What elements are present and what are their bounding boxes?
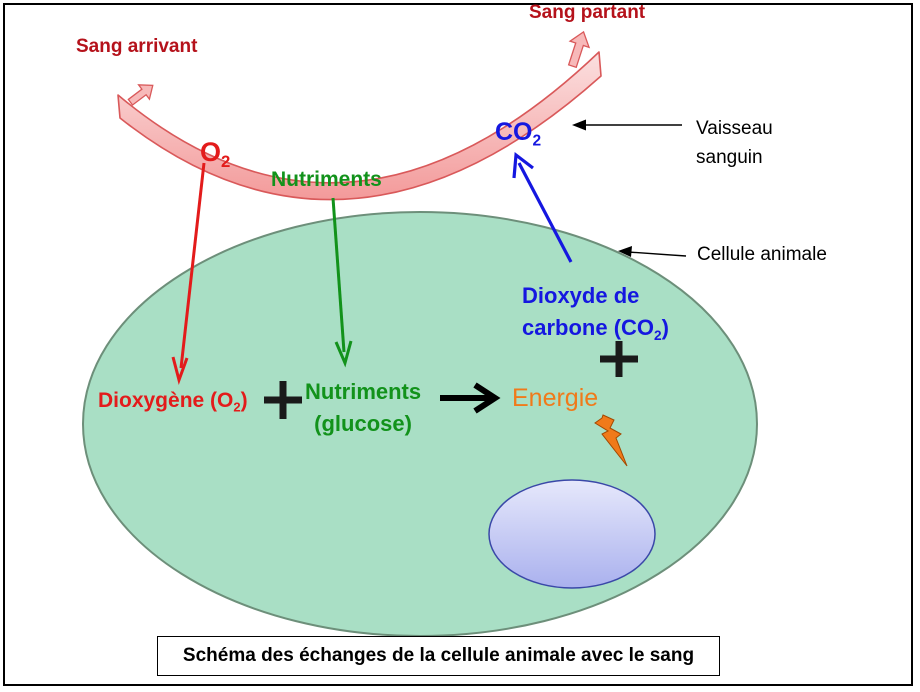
outgoing-blood-label: Sang partant — [529, 2, 646, 23]
glucose-reactant-label: Nutriments (glucose) — [305, 379, 422, 436]
lightning-icon — [594, 414, 628, 467]
vessel-label: Vaisseau sanguin — [696, 118, 773, 169]
o2-arrow — [171, 162, 206, 386]
co2-arrow — [512, 151, 573, 263]
o2-reactant-label: Dioxygène (O2) — [98, 389, 248, 415]
diagram-frame — [3, 3, 913, 686]
energy-label: Energie — [512, 384, 599, 412]
nutrients-label: Nutriments — [271, 168, 382, 191]
incoming-blood-label: Sang arrivant — [76, 36, 198, 57]
vessel-pointer — [572, 119, 682, 131]
reaction-arrow — [440, 382, 501, 414]
diagram-caption: Schéma des échanges de la cellule animal… — [157, 636, 720, 676]
o2-label: O2 — [200, 137, 231, 171]
nutrients-arrow — [331, 197, 353, 368]
plus-sign-2 — [600, 341, 638, 377]
cell-nucleus — [488, 479, 656, 589]
outgoing-blood-arrow — [567, 30, 591, 69]
blood-vessel — [117, 51, 602, 201]
cell-label: Cellule animale — [697, 244, 827, 265]
co2-label: CO2 — [495, 118, 542, 150]
co2-product-label: Dioxyde de carbone (CO2) — [522, 283, 669, 343]
cell-pointer — [618, 246, 687, 257]
plus-sign-1 — [264, 381, 302, 419]
incoming-blood-arrow — [127, 84, 154, 106]
